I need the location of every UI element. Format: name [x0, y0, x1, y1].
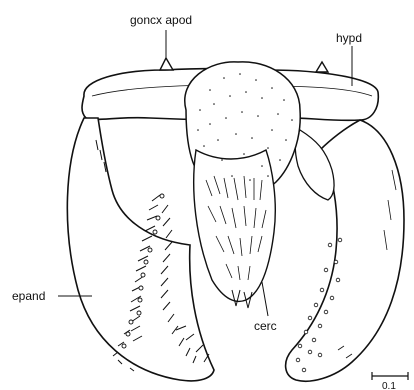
gonocoxal-apodeme-right — [316, 62, 328, 72]
scale-bar-label: 0.1 — [382, 381, 396, 390]
leader-cerc — [262, 282, 268, 316]
label-hypd: hypd — [336, 31, 362, 45]
cercal-complex — [194, 150, 276, 301]
label-goncx-apod: goncx apod — [130, 13, 192, 27]
label-epand: epand — [12, 289, 45, 303]
scale-bar — [372, 372, 408, 380]
gonocoxal-apodeme-left — [160, 58, 173, 70]
label-cerc: cerc — [254, 319, 277, 333]
epandrium-right-inner-lobe — [295, 130, 334, 200]
